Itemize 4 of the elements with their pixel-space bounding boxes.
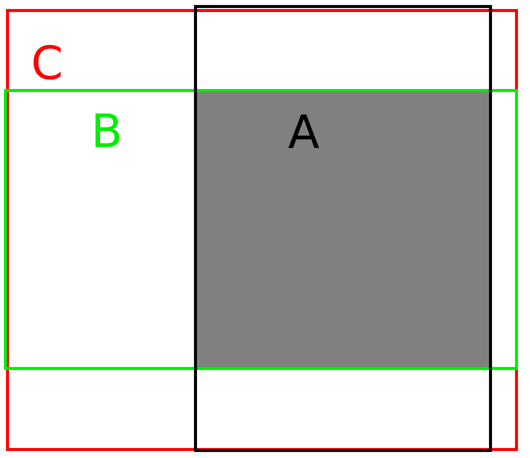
region-label: A [288, 109, 320, 155]
region-label: B [91, 108, 123, 154]
region-label: C [31, 40, 64, 86]
rectangle-outline [6, 9, 518, 451]
